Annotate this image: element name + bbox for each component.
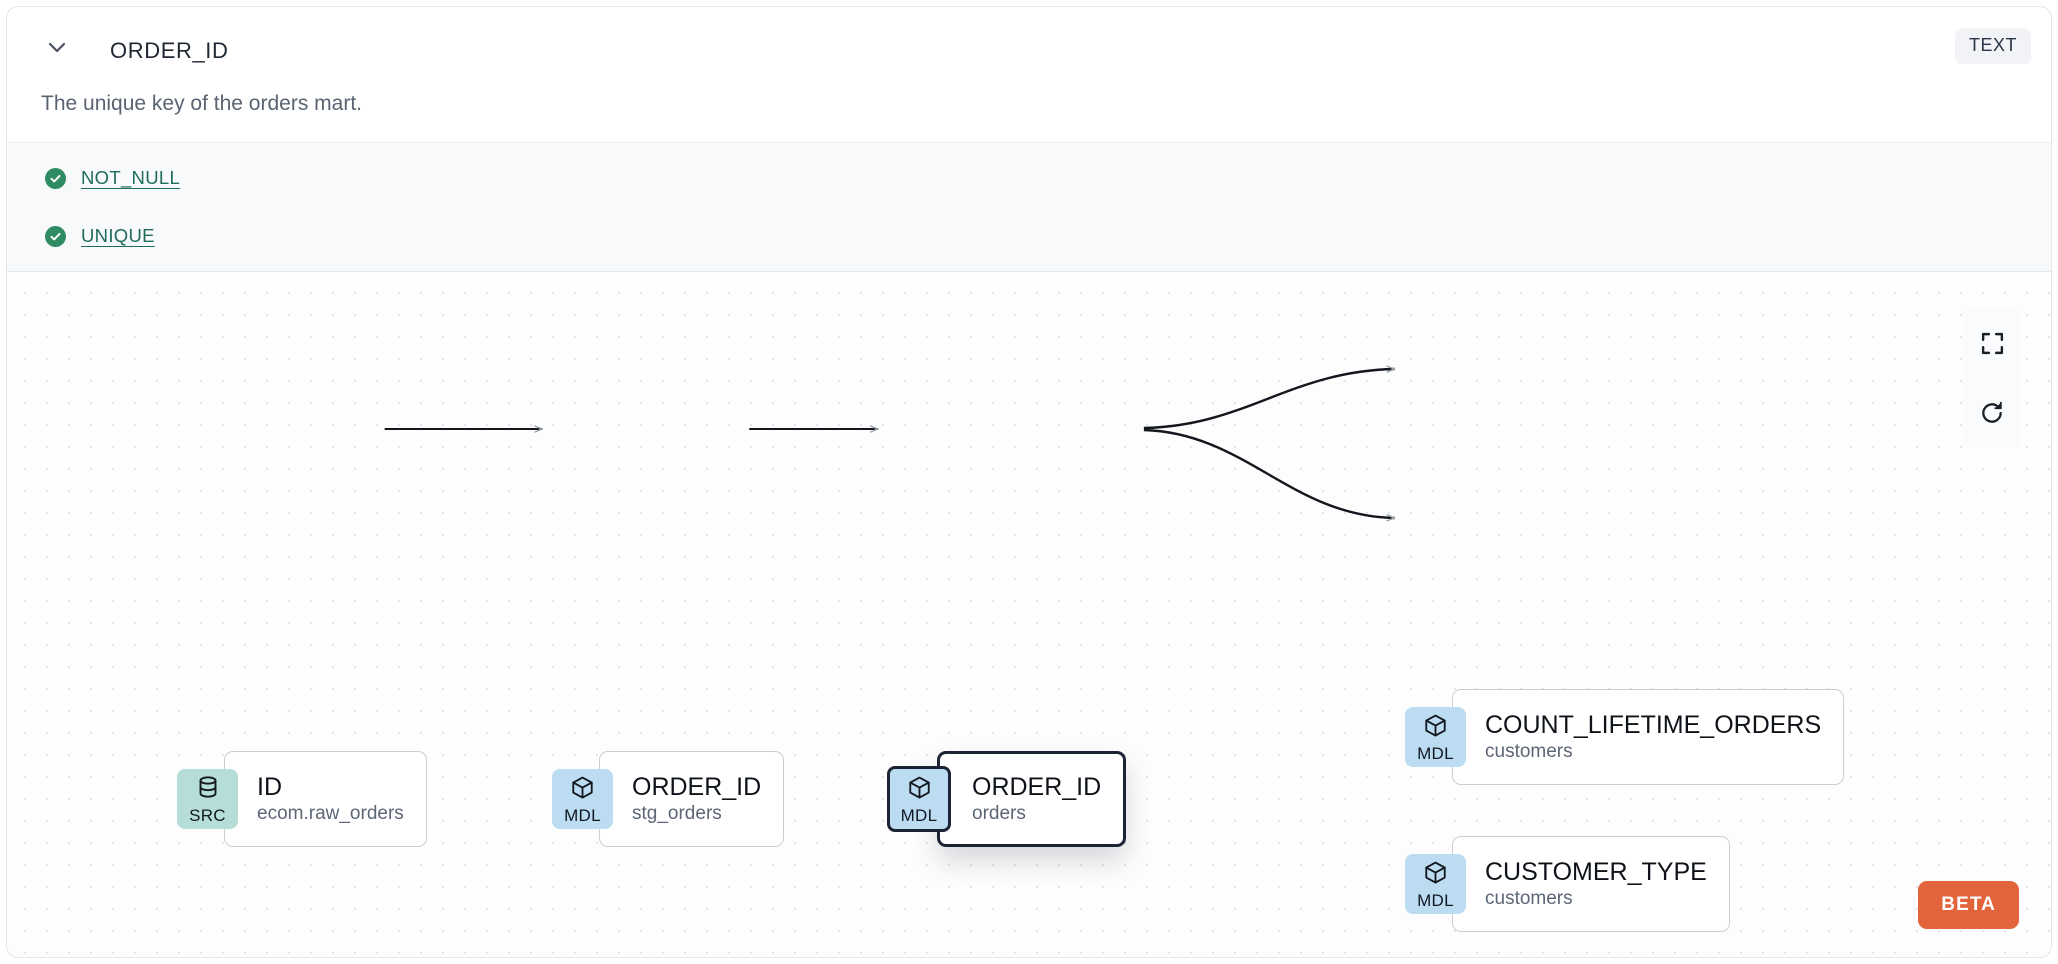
- node-badge-label: SRC: [189, 805, 226, 825]
- check-circle-icon: [45, 167, 66, 189]
- lineage-node-orders[interactable]: MDL ORDER_ID orders: [887, 751, 1127, 847]
- node-column-name: ORDER_ID: [632, 773, 762, 802]
- node-badge-mdl: MDL: [1405, 854, 1466, 914]
- check-circle-icon: [45, 225, 66, 247]
- node-column-name: ORDER_ID: [972, 773, 1102, 802]
- node-card[interactable]: CUSTOMER_TYPE customers: [1452, 836, 1730, 932]
- data-type-badge: TEXT: [1954, 28, 2031, 64]
- lineage-node-customer-type[interactable]: MDL CUSTOMER_TYPE customers: [1405, 836, 1730, 932]
- lineage-node-src[interactable]: SRC ID ecom.raw_orders: [177, 751, 427, 847]
- test-link-unique[interactable]: UNIQUE: [81, 225, 155, 246]
- node-badge-label: MDL: [1417, 743, 1454, 763]
- test-row[interactable]: UNIQUE: [45, 225, 155, 247]
- node-resource-name: customers: [1485, 888, 1573, 910]
- node-card[interactable]: COUNT_LIFETIME_ORDERS customers: [1452, 689, 1845, 785]
- cube-icon: [570, 775, 595, 806]
- node-resource-name: orders: [972, 803, 1026, 825]
- lineage-canvas[interactable]: SRC ID ecom.raw_orders MDL ORDE: [7, 273, 2051, 957]
- node-card[interactable]: ID ecom.raw_orders: [224, 751, 427, 847]
- tests-section: NOT_NULL UNIQUE: [7, 142, 2051, 272]
- fit-view-button[interactable]: [1963, 308, 2021, 378]
- node-badge-label: MDL: [564, 805, 601, 825]
- edge-orders-count: [1143, 365, 1395, 430]
- node-column-name: ID: [257, 773, 282, 802]
- database-icon: [196, 775, 220, 806]
- cube-icon: [907, 775, 932, 806]
- column-description: The unique key of the orders mart.: [41, 92, 362, 115]
- refresh-icon: [1979, 400, 2005, 426]
- node-card[interactable]: ORDER_ID orders: [937, 751, 1127, 847]
- lineage-edges: [384, 365, 1395, 522]
- column-detail-panel: ORDER_ID TEXT The unique key of the orde…: [6, 6, 2052, 958]
- page-title: ORDER_ID: [110, 38, 229, 63]
- edge-orders-custtype: [1143, 428, 1395, 522]
- cube-icon: [1423, 713, 1448, 744]
- node-badge-label: MDL: [900, 805, 938, 825]
- beta-badge[interactable]: BETA: [1918, 881, 2019, 929]
- test-row[interactable]: NOT_NULL: [45, 167, 180, 189]
- node-column-name: COUNT_LIFETIME_ORDERS: [1485, 711, 1822, 740]
- node-resource-name: customers: [1485, 741, 1573, 763]
- chevron-down-icon[interactable]: [45, 35, 69, 59]
- node-badge-mdl: MDL: [1405, 707, 1466, 767]
- cube-icon: [1423, 860, 1448, 891]
- refresh-button[interactable]: [1963, 378, 2021, 448]
- node-badge-src: SRC: [177, 769, 238, 829]
- canvas-toolbar: [1963, 308, 2021, 448]
- node-resource-name: stg_orders: [632, 803, 722, 825]
- node-badge-label: MDL: [1417, 890, 1454, 910]
- panel-header: ORDER_ID TEXT: [7, 7, 2051, 69]
- node-column-name: CUSTOMER_TYPE: [1485, 858, 1707, 887]
- node-badge-mdl: MDL: [552, 769, 613, 829]
- lineage-node-stg-orders[interactable]: MDL ORDER_ID stg_orders: [552, 751, 785, 847]
- node-card[interactable]: ORDER_ID stg_orders: [599, 751, 785, 847]
- lineage-node-count-lifetime-orders[interactable]: MDL COUNT_LIFETIME_ORDERS customers: [1405, 689, 1845, 785]
- test-link-not-null[interactable]: NOT_NULL: [81, 167, 181, 188]
- node-badge-mdl: MDL: [887, 766, 951, 832]
- node-resource-name: ecom.raw_orders: [257, 803, 404, 825]
- fullscreen-icon: [1980, 331, 2005, 356]
